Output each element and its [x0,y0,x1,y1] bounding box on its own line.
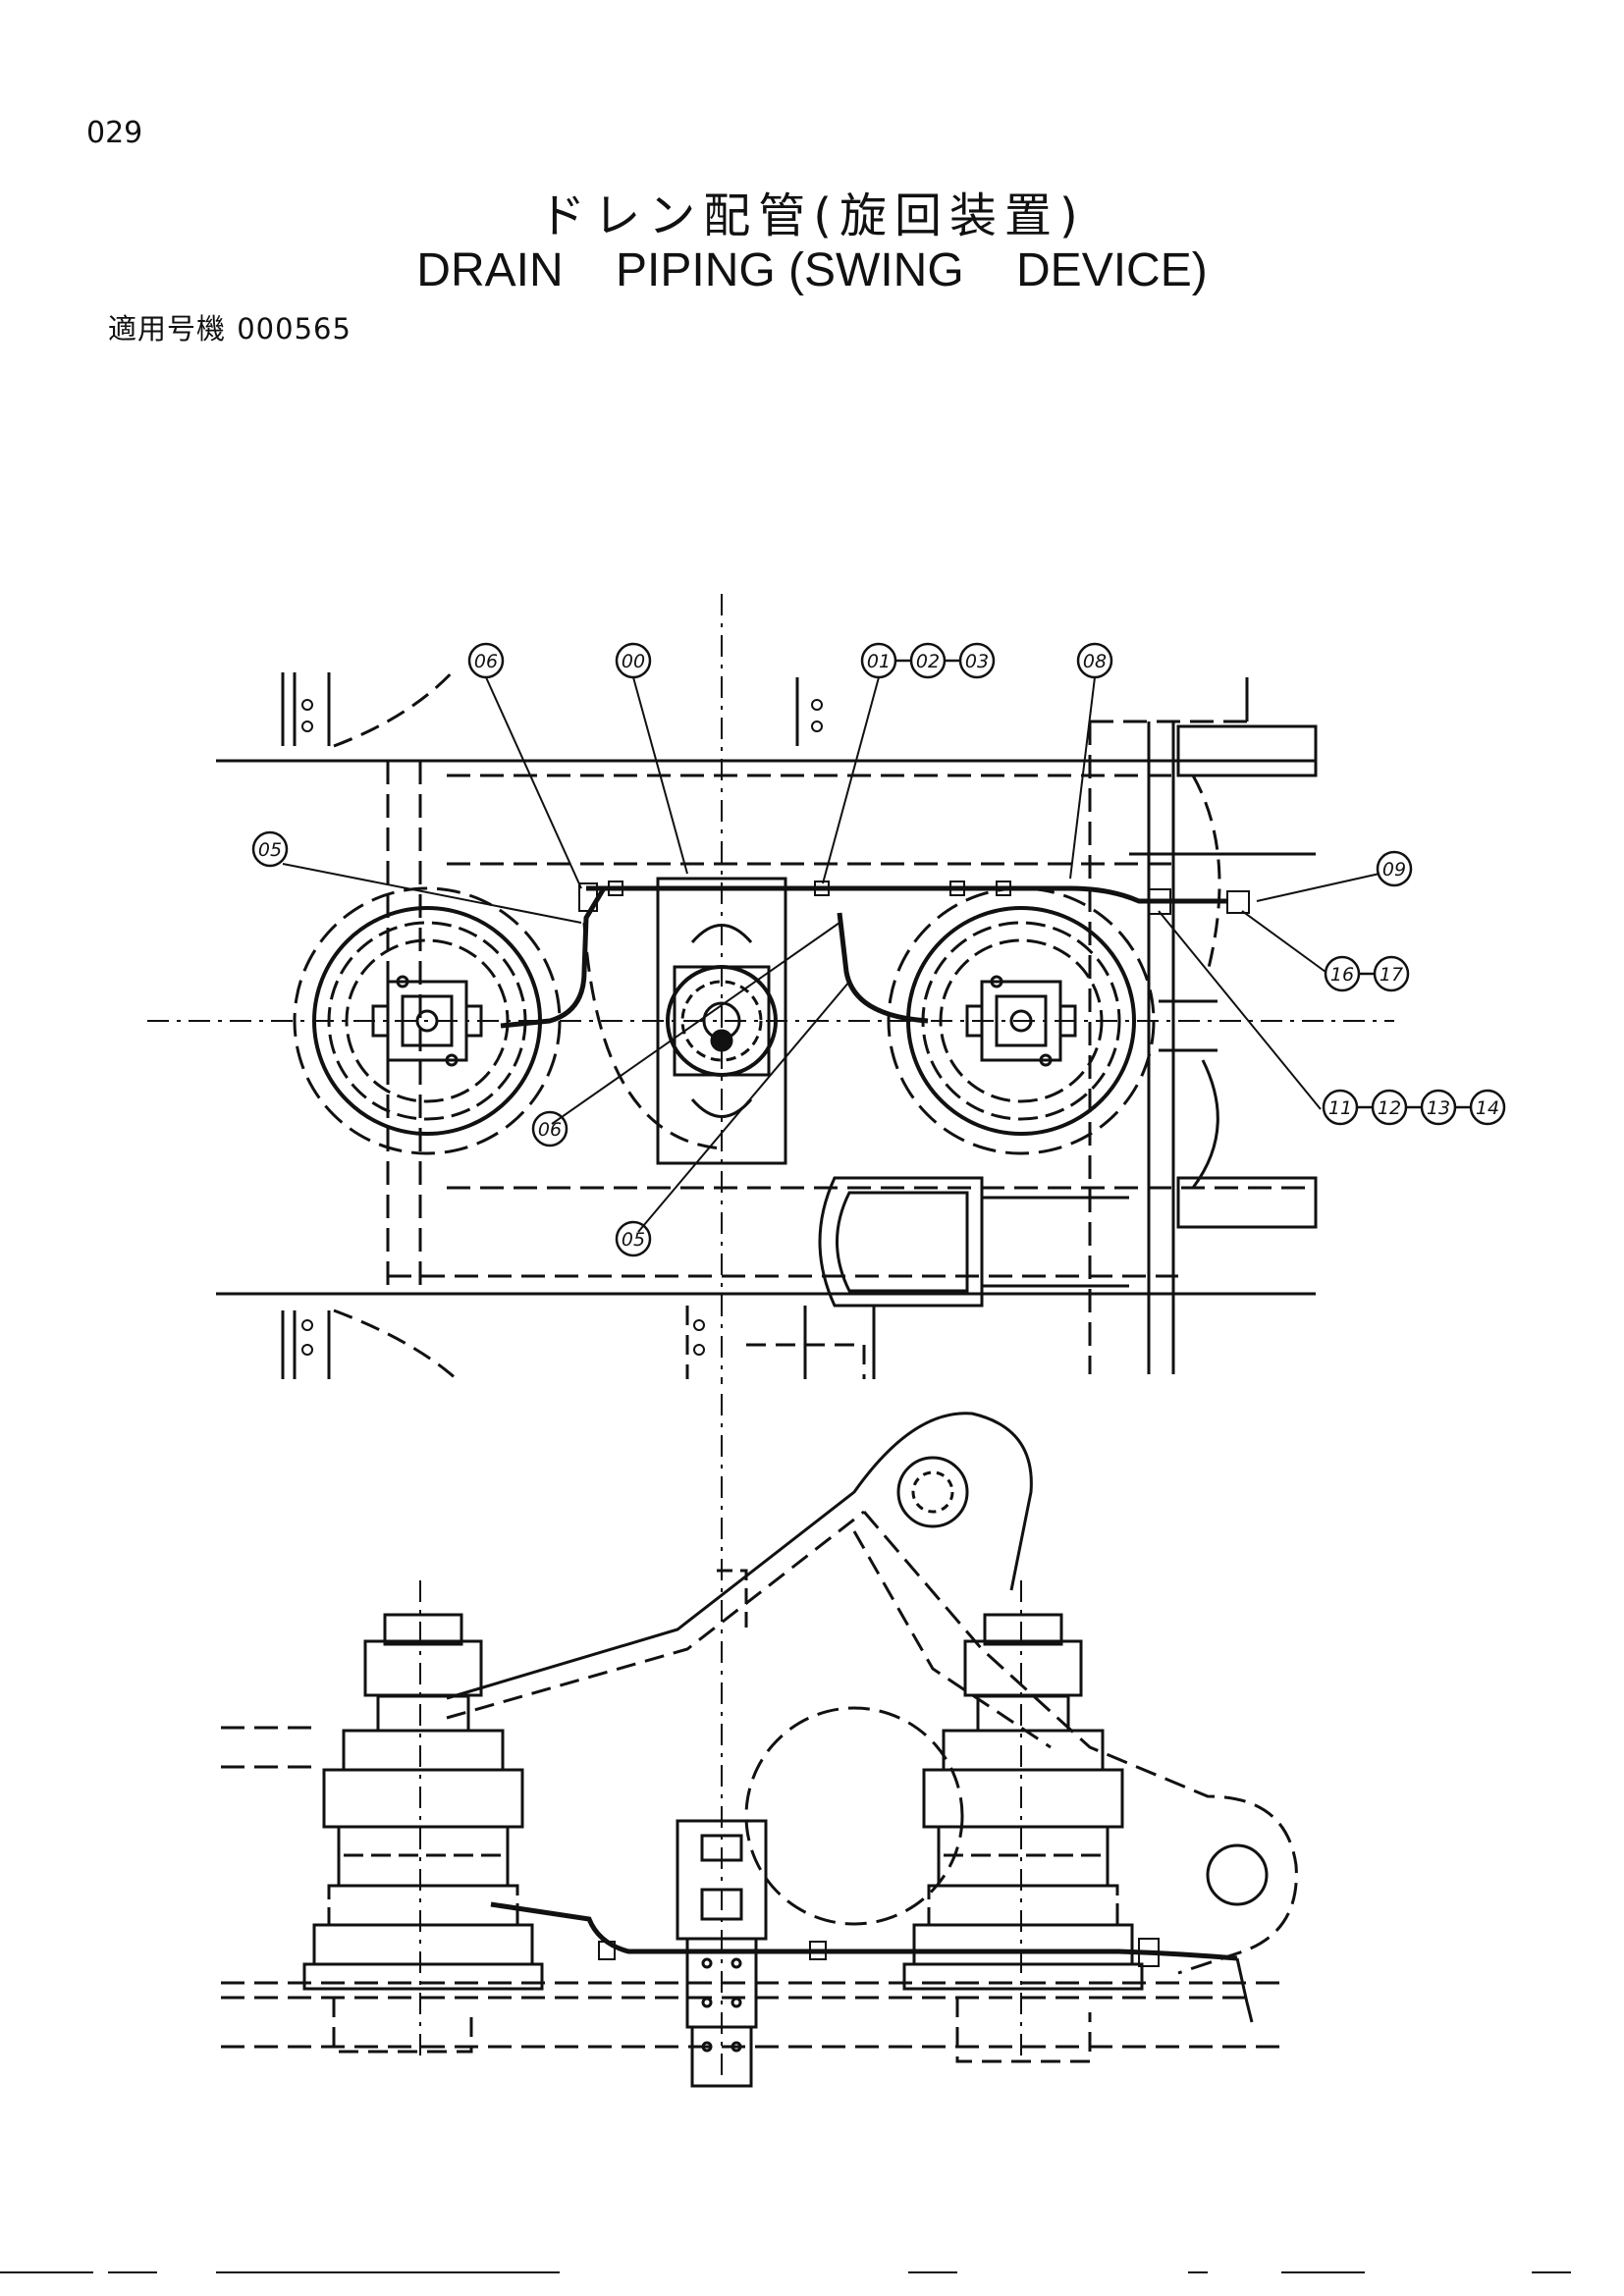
callout-01: 01 [867,651,891,672]
callout-11: 11 [1328,1097,1352,1119]
roller-left-elevation [302,1613,544,2054]
swing-motor-plan [582,877,787,1165]
serial-value: 000565 [237,312,352,346]
callout-09: 09 [1382,859,1406,881]
callout-08: 08 [1083,651,1107,672]
page-number: 029 [86,116,143,150]
callout-17: 17 [1380,964,1403,986]
title-english: DRAIN PIPING (SWING DEVICE) [416,244,1208,296]
elevation-view [221,1394,1298,2088]
drain-hose-elevation [490,1901,1238,1961]
serial-label: 適用号機 [108,312,227,346]
callout-13: 13 [1427,1097,1450,1119]
callout-06-mid: 06 [538,1119,562,1141]
roller-right-elevation [902,1613,1144,2063]
title-japanese: ドレン配管(旋回装置) [538,188,1086,243]
callout-00: 00 [622,651,645,672]
applicable-serial: 適用号機 000565 [108,306,352,347]
callout-05-left: 05 [258,839,282,861]
callout-12: 12 [1378,1097,1401,1119]
callouts [251,642,1506,1257]
callout-16: 16 [1330,964,1354,986]
callout-05-mid: 05 [622,1229,645,1251]
callout-03: 03 [965,651,989,672]
callout-02: 02 [916,651,940,672]
plan-view [147,594,1394,1384]
swing-motor-elevation [676,1819,768,2088]
drain-hose-plan [500,885,1227,1029]
callout-06-top: 06 [474,651,498,672]
callout-14: 14 [1476,1097,1499,1119]
